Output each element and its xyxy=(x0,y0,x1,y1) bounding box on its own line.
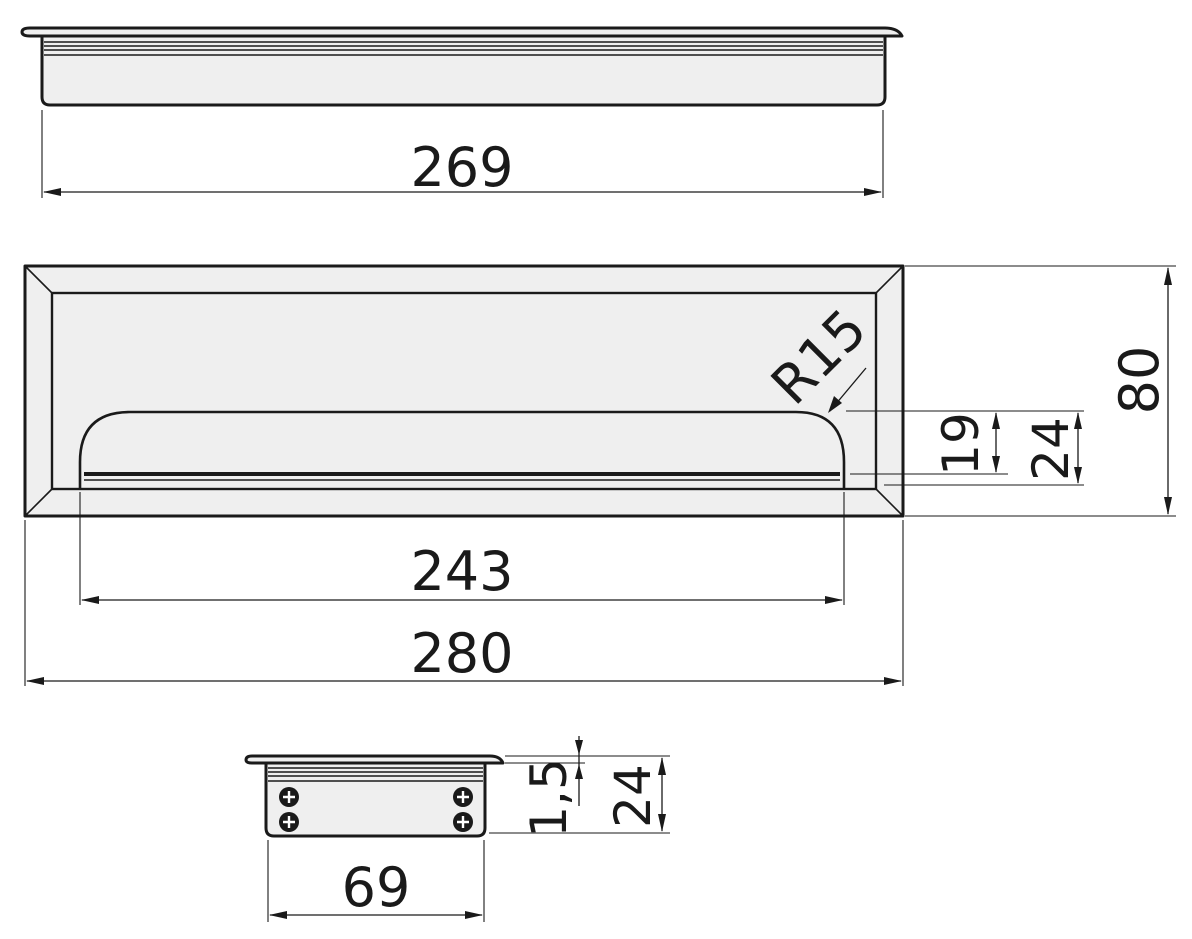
screw-icon xyxy=(453,787,473,807)
side-view-flange xyxy=(244,754,505,765)
dim-label-80: 80 xyxy=(1108,346,1171,415)
side-view: 1,5 24 69 xyxy=(244,736,670,922)
dim-label-280: 280 xyxy=(410,622,513,685)
top-view-flange xyxy=(20,26,904,38)
arrow-r15 xyxy=(828,396,842,413)
arrow-243-right xyxy=(825,596,843,604)
plan-outer-frame xyxy=(23,264,905,518)
arrow-80-bottom xyxy=(1164,497,1172,515)
dim-label-69: 69 xyxy=(342,856,411,919)
arrow-1-5-bottom xyxy=(575,764,583,779)
bevel-bottom-right xyxy=(875,488,904,517)
arrow-19-top xyxy=(992,412,1000,429)
bevel-bottom-left xyxy=(24,488,53,517)
dim-label-19: 19 xyxy=(932,412,990,476)
screw-icon xyxy=(279,787,299,807)
arrow-24-side-bottom xyxy=(658,814,666,832)
cable-cutout xyxy=(78,410,846,489)
screw-icon xyxy=(453,812,473,832)
screw-icon xyxy=(279,812,299,832)
arrow-1-5-top xyxy=(575,740,583,755)
top-elevation-view: 269 xyxy=(20,26,904,199)
arrow-24-side-top xyxy=(658,757,666,775)
arrow-269-right xyxy=(864,188,882,196)
top-view-body xyxy=(40,34,887,107)
arrow-69-left xyxy=(269,911,287,919)
arrow-243-left xyxy=(81,596,99,604)
dim-label-269: 269 xyxy=(410,136,513,199)
arrow-19-bottom xyxy=(992,456,1000,473)
bevel-top-right xyxy=(875,265,904,294)
arrow-24-front-top xyxy=(1074,412,1082,429)
plan-view: R15 19 24 80 243 280 xyxy=(23,264,1176,686)
arrow-280-left xyxy=(26,677,44,685)
arrow-280-right xyxy=(884,677,902,685)
arrow-24-front-bottom xyxy=(1074,467,1082,484)
arrow-69-right xyxy=(465,911,483,919)
bevel-top-left xyxy=(24,265,53,294)
plan-inner-frame xyxy=(50,291,878,491)
dim-label-24-front: 24 xyxy=(1022,417,1080,481)
dim-label-1-5: 1,5 xyxy=(520,758,578,838)
arrow-269-left xyxy=(43,188,61,196)
arrow-80-top xyxy=(1164,267,1172,285)
dim-label-24-side: 24 xyxy=(604,764,662,828)
side-view-body xyxy=(264,761,487,838)
dim-label-243: 243 xyxy=(410,540,513,603)
